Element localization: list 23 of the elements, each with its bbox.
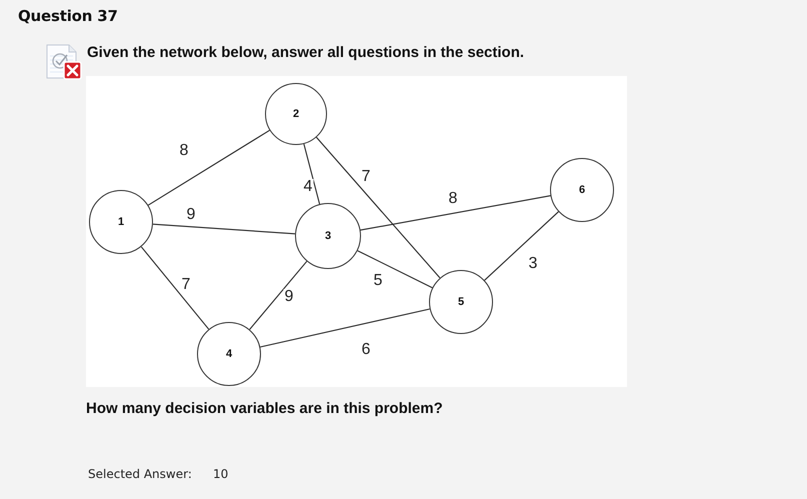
edge-line	[249, 260, 308, 330]
edge-line	[316, 136, 440, 278]
node-label: 6	[578, 184, 586, 196]
answer-value: 10	[213, 467, 228, 481]
node-label: 5	[458, 296, 464, 308]
edge-line	[357, 250, 433, 288]
node-label: 2	[292, 108, 300, 120]
edge-line	[260, 308, 430, 348]
question-heading: Question 37	[18, 7, 118, 25]
answer-caption: Selected Answer:	[88, 467, 192, 481]
node-circle	[89, 190, 153, 254]
node-label: 1	[118, 216, 124, 228]
edge-line	[152, 224, 296, 234]
edge-line	[484, 211, 559, 281]
edge-line	[360, 195, 551, 231]
question-text: How many decision variables are in this problem?	[86, 400, 443, 417]
question-text: Given the network below, answer all questions in the section.	[87, 44, 524, 61]
node-label: 3	[324, 230, 332, 242]
edge-line	[140, 246, 210, 330]
edge-line	[148, 130, 270, 206]
node-circle	[429, 270, 493, 334]
node-label: 4	[226, 348, 232, 360]
edge-line	[303, 144, 320, 204]
